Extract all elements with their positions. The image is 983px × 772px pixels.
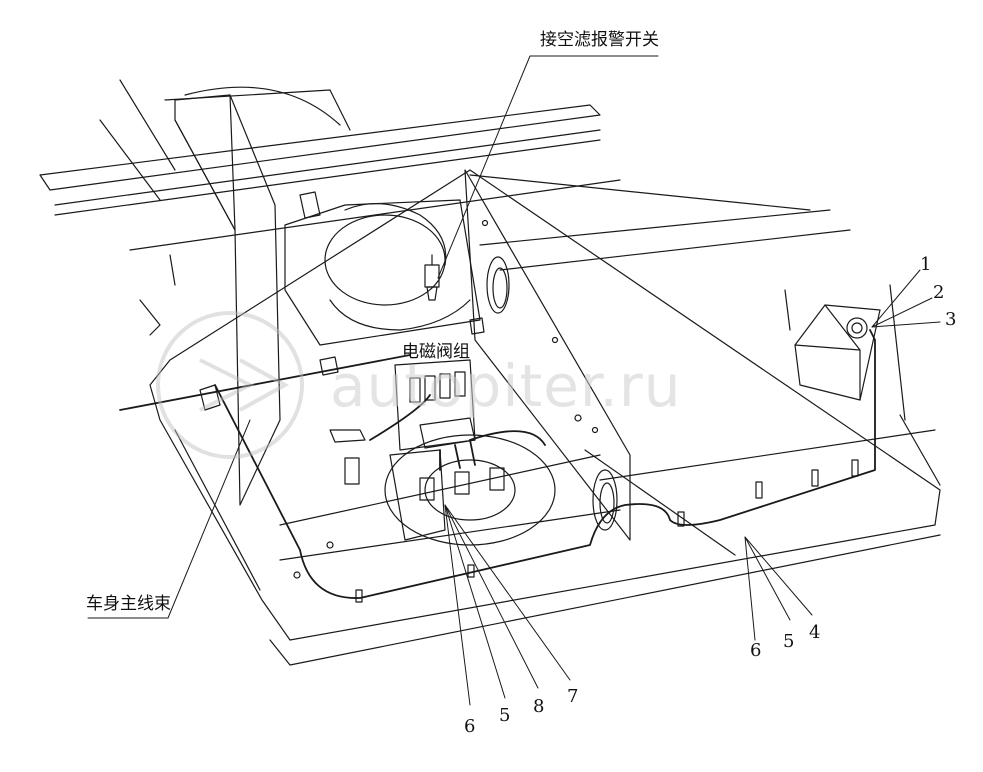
harness-clips bbox=[355, 459, 859, 603]
callout-number: 7 bbox=[567, 686, 579, 707]
watermark: autopiter.ru bbox=[330, 352, 682, 420]
callout-number: 6 bbox=[750, 640, 762, 661]
callout-number: 5 bbox=[499, 705, 511, 726]
right-rails bbox=[599, 284, 941, 486]
tray-floor bbox=[149, 169, 941, 666]
air-filter-alarm-switch-label: 接空滤报警开关 bbox=[540, 30, 659, 50]
leader-lines bbox=[87, 55, 941, 706]
junction-box bbox=[794, 304, 881, 401]
callout-number: 2 bbox=[933, 282, 945, 303]
callout-number: 5 bbox=[783, 631, 795, 652]
solenoid-valve-group-label: 电磁阀组 bbox=[402, 342, 470, 362]
callout-number: 6 bbox=[464, 716, 476, 737]
frame-rails bbox=[39, 79, 851, 271]
callout-number: 4 bbox=[809, 622, 821, 643]
body-main-harness-label: 车身主线束 bbox=[86, 594, 171, 614]
callout-number: 1 bbox=[920, 254, 932, 275]
harness-wire bbox=[119, 329, 876, 599]
back-partition bbox=[464, 169, 631, 541]
callout-number: 3 bbox=[945, 309, 957, 330]
callout-number: 8 bbox=[533, 696, 545, 717]
solenoid-valves bbox=[329, 359, 556, 546]
vertical-panel bbox=[139, 94, 281, 506]
floor-clips bbox=[199, 317, 582, 579]
